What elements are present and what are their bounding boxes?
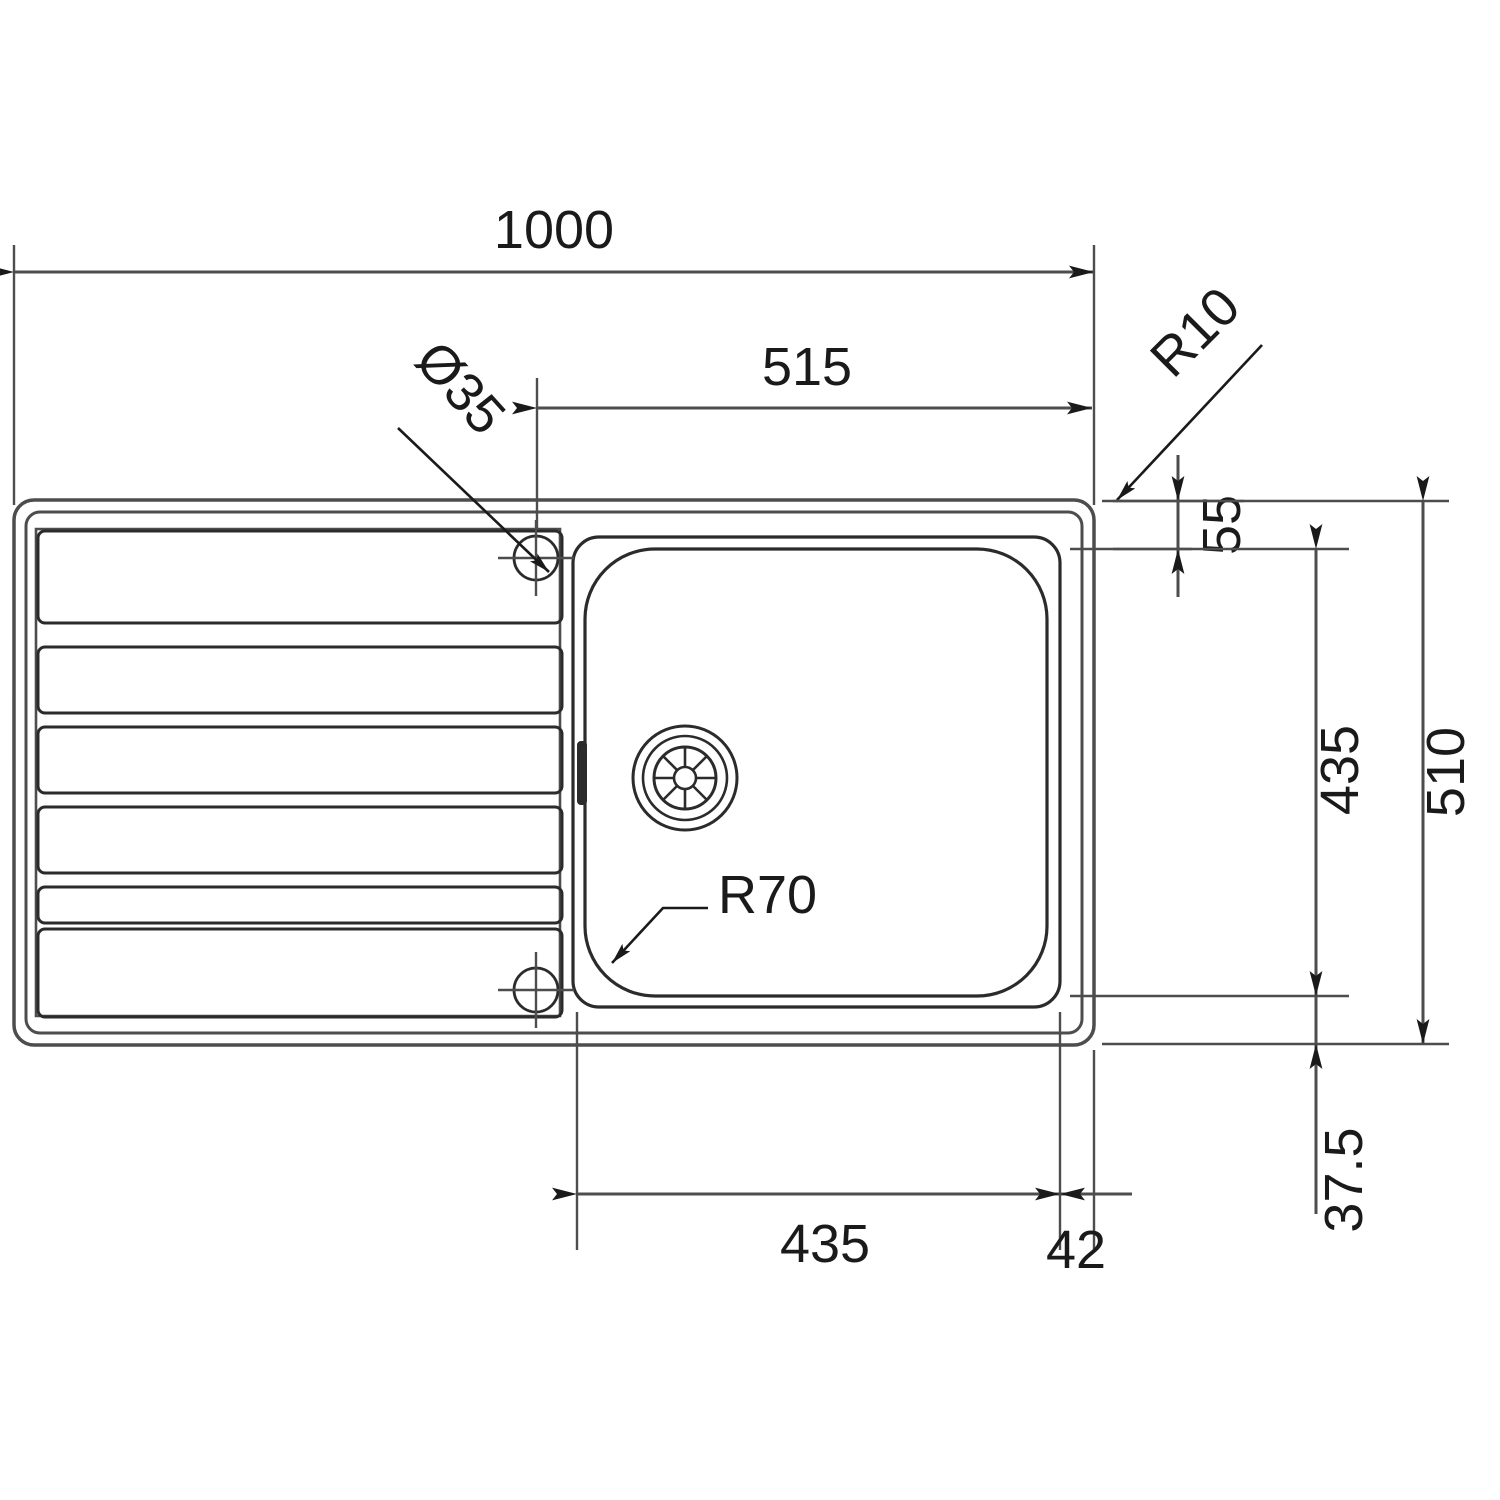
dimension-label-55: 55 bbox=[1192, 495, 1252, 555]
dimension-label-r70: R70 bbox=[718, 865, 817, 925]
dimension-overall-depth: 510 bbox=[1102, 476, 1476, 1046]
sink-outer-edge bbox=[12, 498, 1096, 1047]
dimension-bowl-width: 435 bbox=[552, 1012, 1062, 1274]
drainboard-groove bbox=[36, 805, 564, 875]
dimension-label-510: 510 bbox=[1416, 727, 1476, 817]
drainboard-groove bbox=[36, 645, 564, 715]
dimension-bowl-height: 435 bbox=[1070, 524, 1370, 998]
drainboard-grooves bbox=[36, 529, 564, 1019]
sink-bowl-group bbox=[571, 535, 1062, 1009]
dimension-rim-to-bowl-top: 55 bbox=[1113, 455, 1252, 597]
drainboard-groove bbox=[36, 885, 564, 925]
callout-r10: R10 bbox=[1116, 276, 1263, 501]
dimension-overall-width: 1000 bbox=[0, 200, 1096, 505]
drain-strainer-icon bbox=[631, 724, 739, 832]
drainboard-outline bbox=[34, 527, 562, 1018]
drainboard-group bbox=[34, 527, 564, 1019]
leader-line bbox=[611, 906, 708, 964]
dimension-label-1000: 1000 bbox=[494, 200, 614, 260]
sink-outline-group bbox=[12, 498, 1096, 1047]
callout-diameter-35: Ø35 bbox=[397, 330, 550, 573]
drainboard-groove bbox=[36, 927, 564, 1019]
dimension-label-37-5: 37.5 bbox=[1314, 1127, 1374, 1232]
drainboard-groove bbox=[36, 529, 564, 625]
dimension-bowl-offset-right: 515 bbox=[512, 337, 1092, 530]
overflow-slot-icon bbox=[577, 741, 587, 805]
dimension-label-515: 515 bbox=[762, 337, 852, 397]
tap-hole-bottom bbox=[498, 952, 574, 1028]
leader-line bbox=[1116, 344, 1263, 501]
dimension-label-435-vertical: 435 bbox=[1310, 725, 1370, 815]
dimension-label-r10: R10 bbox=[1139, 276, 1251, 388]
callout-r70: R70 bbox=[611, 865, 817, 964]
dimension-bowl-to-bottom: 37.5 bbox=[1309, 996, 1374, 1233]
dimension-rim-right-margin: 42 bbox=[1046, 1050, 1132, 1280]
dimension-label-d35: Ø35 bbox=[404, 330, 517, 446]
dimension-label-435-horizontal: 435 bbox=[780, 1214, 870, 1274]
bowl-outer-rim bbox=[571, 535, 1062, 1009]
leader-line bbox=[397, 427, 550, 573]
drainboard-groove bbox=[36, 725, 564, 795]
sink-inner-rim bbox=[24, 510, 1084, 1035]
dimension-label-42: 42 bbox=[1046, 1220, 1106, 1280]
